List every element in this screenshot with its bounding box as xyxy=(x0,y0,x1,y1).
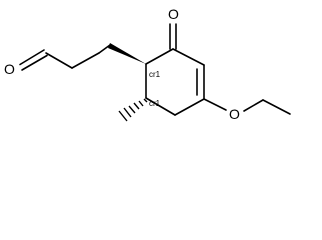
bond-o-ald-double-b xyxy=(21,54,48,71)
bond-c4-o-ether xyxy=(203,98,227,111)
ketone-oxygen-label: O xyxy=(168,6,179,22)
bond-ch2-ch2 xyxy=(71,52,100,69)
aldehyde-oxygen-label: O xyxy=(4,61,15,77)
bond-c1-c2 xyxy=(145,48,174,65)
bond-c5-c6 xyxy=(145,97,176,116)
bond-ch2-to-wedge xyxy=(98,44,111,54)
bond-o-ald-double-a xyxy=(19,49,45,66)
bond-c2-c3 xyxy=(172,48,205,66)
stereo-label-c1: cr1 xyxy=(149,70,161,79)
hashed-wedge-methyl xyxy=(118,98,148,122)
ether-oxygen-label: O xyxy=(229,106,240,122)
bond-o-ch2 xyxy=(243,99,264,112)
stereo-label-c6: cr1 xyxy=(149,99,161,108)
bond-ch2-ch3 xyxy=(262,99,291,115)
molecule-structure: O O O cr1 cr1 xyxy=(4,6,291,122)
bond-c4-c5 xyxy=(174,98,205,116)
wedge-bond-c1 xyxy=(108,43,146,64)
bond-ald-ch2 xyxy=(45,52,73,69)
